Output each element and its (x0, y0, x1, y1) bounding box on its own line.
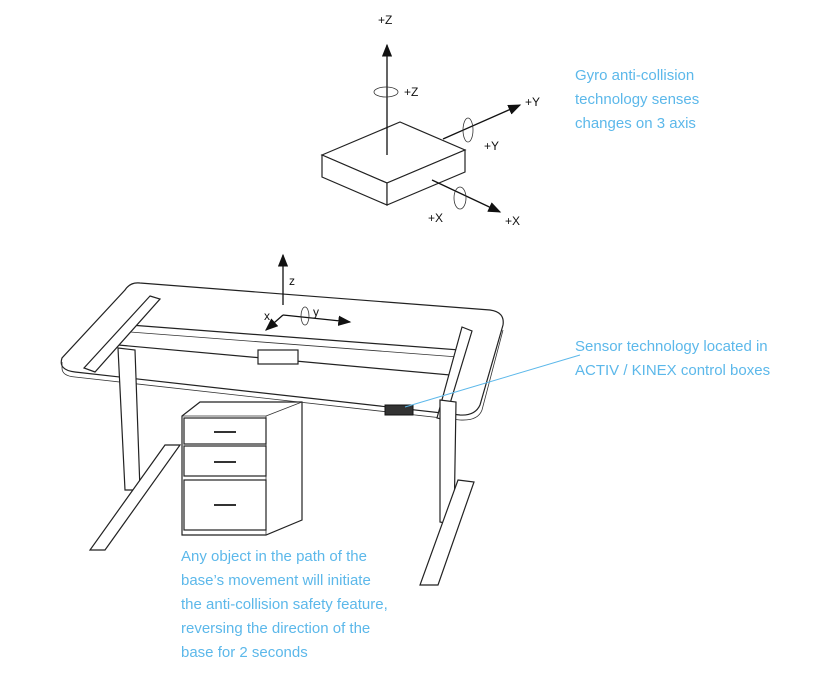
gyro-note-line: changes on 3 axis (575, 115, 696, 132)
x-axis-label: +X (505, 214, 520, 228)
left-foot (88, 444, 182, 551)
gyro-note: Gyro anti-collision technology senses ch… (575, 64, 699, 136)
sensor-note: Sensor technology located in ACTIV / KIN… (575, 335, 770, 383)
object-note-line: the anti-collision safety feature, (181, 596, 388, 613)
x-rotation-label: +X (428, 211, 443, 225)
sensor-note-line: Sensor technology located in (575, 338, 768, 355)
left-bracket (82, 295, 162, 373)
z-rotation-label: +Z (404, 85, 418, 99)
z-rotation-icon (373, 86, 399, 98)
object-note-line: base for 2 seconds (181, 644, 308, 661)
desk-x-label: x (264, 309, 270, 323)
sensor-leader-line (404, 354, 581, 408)
gyro-note-line: technology senses (575, 91, 700, 108)
y-rotation-icon (462, 117, 474, 143)
y-axis-label: +Y (525, 95, 540, 109)
gyro-note-line: Gyro anti-collision (575, 67, 695, 84)
y-rotation-label: +Y (484, 139, 499, 153)
object-note-line: reversing the direction of the (181, 620, 371, 637)
desk: z x y (60, 253, 504, 586)
z-axis-label: +Z (378, 13, 392, 27)
y-axis-arrow (442, 104, 522, 140)
gyro-cube: +Z +Z +Y +Y +X +X (320, 13, 540, 228)
object-note: Any object in the path of the base’s mov… (181, 545, 388, 665)
object-note-line: base’s movement will initiate (181, 572, 371, 589)
sensor-note-line: ACTIV / KINEX control boxes (575, 362, 771, 379)
right-foot (419, 479, 475, 586)
desk-z-label: z (289, 274, 295, 288)
x-rotation-icon (453, 186, 467, 210)
desk-y-label: y (313, 305, 319, 319)
object-note-line: Any object in the path of the (181, 548, 367, 565)
control-box (384, 404, 414, 416)
